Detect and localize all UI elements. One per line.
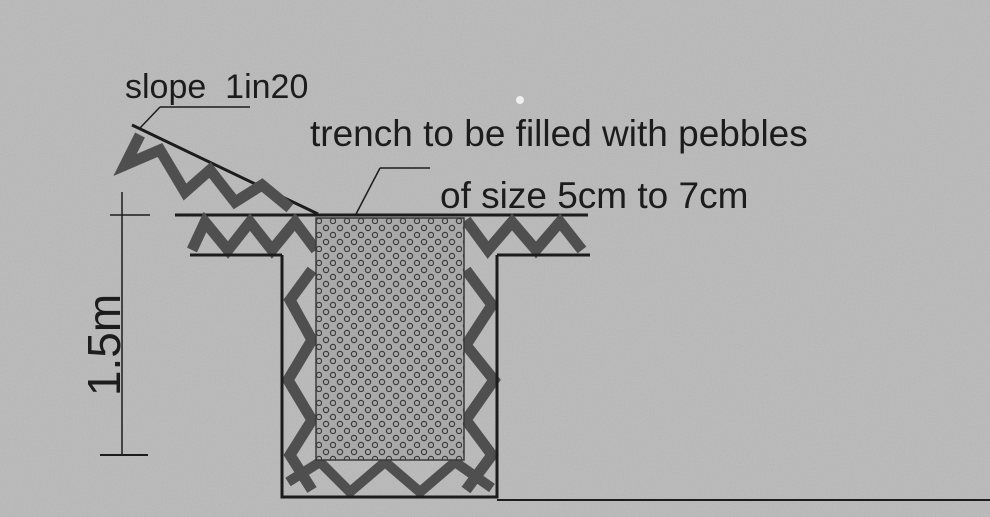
left-ground-hatch: [187, 211, 321, 259]
sloped-ground: [113, 123, 319, 216]
trench-label-line1: trench to be filled with pebbles: [310, 113, 808, 154]
trench-bottom-hatch: [285, 455, 495, 499]
paper-speck: [516, 96, 524, 104]
trench-right-wall-hatch: [459, 266, 501, 494]
pebble-fill: [315, 217, 465, 461]
slope-leader: [139, 106, 161, 129]
trench-annotation: trench to be filled with pebbles of size…: [310, 113, 808, 217]
trench-outline: [280, 255, 499, 499]
trench-leader: [354, 167, 381, 217]
trench-label-line2: of size 5cm to 7cm: [440, 175, 748, 216]
slope-label: slope 1in20: [125, 68, 308, 106]
trench-left-wall-hatch: [281, 266, 319, 493]
slope-annotation: slope 1in20: [125, 68, 308, 129]
depth-dimension: 1.5m: [78, 192, 148, 456]
right-ground-hatch: [461, 213, 587, 259]
depth-label: 1.5m: [78, 294, 130, 396]
slope-hatch: [113, 132, 294, 213]
